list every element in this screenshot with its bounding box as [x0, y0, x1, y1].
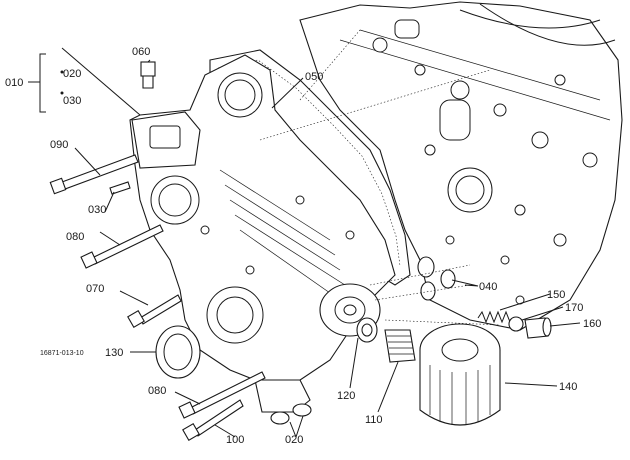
o-rings	[417, 256, 456, 301]
pin-030	[109, 181, 131, 195]
assembly-guide-lines	[259, 29, 501, 326]
label-030-a: 030	[63, 95, 81, 107]
part-labels: 010 020 030 060 050 090 030 080 070 130 …	[5, 46, 601, 446]
bolt-070	[127, 294, 182, 328]
oil-seal	[155, 325, 201, 379]
leader-lines	[28, 47, 581, 438]
label-060: 060	[132, 46, 150, 58]
label-100: 100	[226, 434, 244, 446]
filter-nipple	[384, 329, 416, 363]
label-080-a: 080	[66, 231, 84, 243]
relief-valve-plug	[524, 317, 552, 339]
label-010: 010	[5, 77, 23, 89]
engine-block	[299, 1, 623, 331]
bolt-080-upper	[80, 224, 164, 269]
label-160: 160	[583, 318, 601, 330]
oil-filter	[419, 323, 501, 426]
label-090: 090	[50, 139, 68, 151]
label-080-b: 080	[148, 385, 166, 397]
label-110: 110	[365, 414, 383, 426]
bolt-090	[49, 154, 139, 195]
bolt-100	[182, 399, 244, 441]
bolt-080-lower	[178, 371, 266, 419]
label-140: 140	[559, 381, 577, 393]
relief-valve-ball	[508, 316, 524, 332]
label-120: 120	[337, 390, 355, 402]
label-040: 040	[479, 281, 497, 293]
label-030-b: 030	[88, 204, 106, 216]
plugs-020	[270, 403, 312, 425]
relief-valve-spring	[477, 310, 511, 324]
label-050: 050	[305, 71, 323, 83]
label-150: 150	[547, 289, 565, 301]
bolt-060	[140, 61, 156, 89]
label-070: 070	[86, 283, 104, 295]
label-020-a: 020	[63, 68, 81, 80]
label-130: 130	[105, 347, 123, 359]
drawing-code: 16871-013-10	[40, 350, 84, 357]
gasket-ring	[356, 317, 378, 343]
label-170: 170	[565, 302, 583, 314]
label-020-b: 020	[285, 434, 303, 446]
